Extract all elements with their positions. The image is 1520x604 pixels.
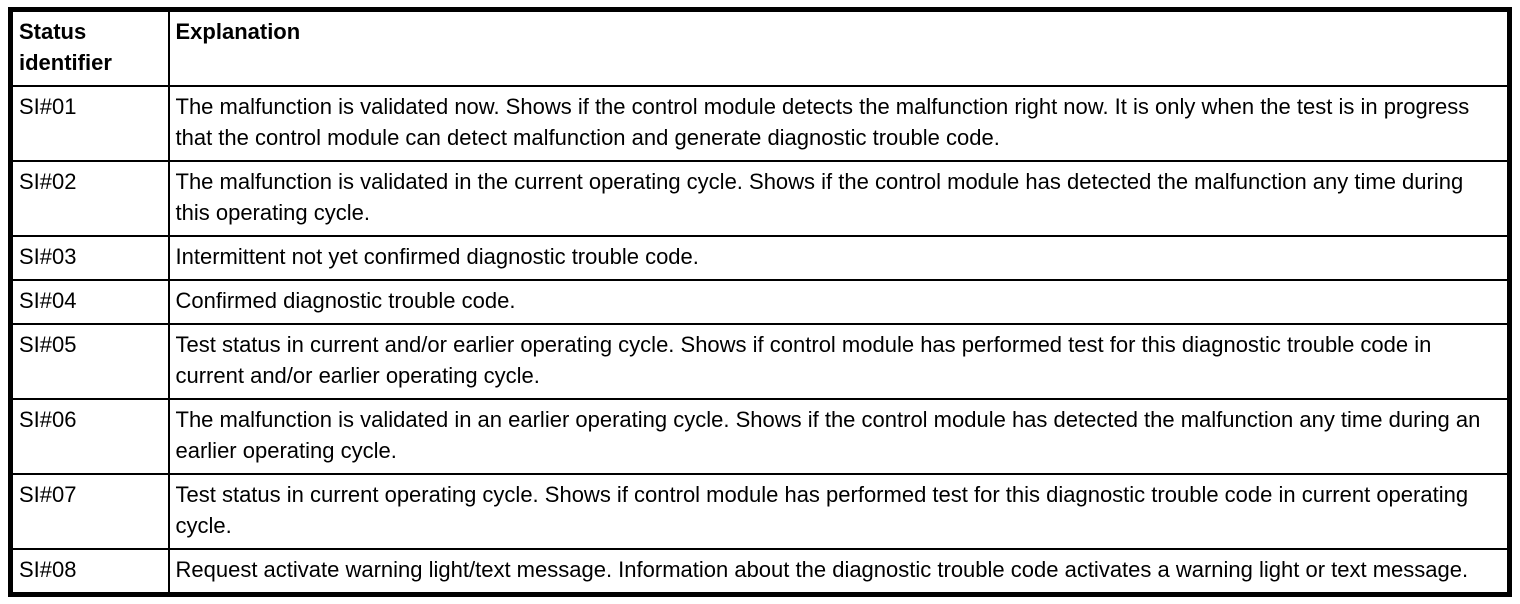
explanation-cell: Confirmed diagnostic trouble code. bbox=[167, 279, 1511, 325]
explanation-cell: Test status in current operating cycle. … bbox=[167, 473, 1511, 550]
explanation-cell: Test status in current and/or earlier op… bbox=[167, 323, 1511, 400]
status-identifier-cell: SI#03 bbox=[9, 235, 170, 281]
column-header-explanation: Explanation bbox=[167, 8, 1511, 87]
status-identifier-cell: SI#08 bbox=[9, 548, 170, 596]
status-identifier-cell: SI#07 bbox=[9, 473, 170, 550]
status-identifier-cell: SI#04 bbox=[9, 279, 170, 325]
status-identifier-cell: SI#01 bbox=[9, 85, 170, 162]
table-row: SI#02 The malfunction is validated in th… bbox=[9, 160, 1511, 237]
explanation-cell: Intermittent not yet confirmed diagnosti… bbox=[167, 235, 1511, 281]
column-header-status-identifier: Status identifier bbox=[9, 8, 170, 87]
table-row: SI#07 Test status in current operating c… bbox=[9, 473, 1511, 550]
table-row: SI#08 Request activate warning light/tex… bbox=[9, 548, 1511, 596]
table-row: SI#03 Intermittent not yet confirmed dia… bbox=[9, 235, 1511, 281]
table-row: SI#05 Test status in current and/or earl… bbox=[9, 323, 1511, 400]
table-row: SI#06 The malfunction is validated in an… bbox=[9, 398, 1511, 475]
status-identifier-cell: SI#06 bbox=[9, 398, 170, 475]
status-identifier-cell: SI#02 bbox=[9, 160, 170, 237]
explanation-cell: Request activate warning light/text mess… bbox=[167, 548, 1511, 596]
status-identifier-cell: SI#05 bbox=[9, 323, 170, 400]
table-row: SI#04 Confirmed diagnostic trouble code. bbox=[9, 279, 1511, 325]
explanation-cell: The malfunction is validated in the curr… bbox=[167, 160, 1511, 237]
explanation-cell: The malfunction is validated now. Shows … bbox=[167, 85, 1511, 162]
table-row: SI#01 The malfunction is validated now. … bbox=[9, 85, 1511, 162]
status-identifier-table: Status identifier Explanation SI#01 The … bbox=[8, 7, 1512, 597]
table-header-row: Status identifier Explanation bbox=[9, 8, 1511, 87]
explanation-cell: The malfunction is validated in an earli… bbox=[167, 398, 1511, 475]
